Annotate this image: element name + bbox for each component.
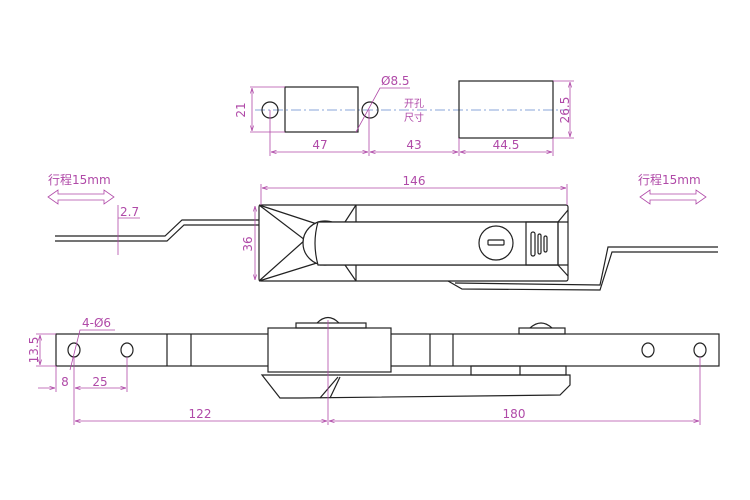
dim-8: 8 [61,375,69,389]
dim-180: 180 [503,407,526,421]
note-line1: 开孔 [404,98,424,110]
double-arrow-icon [47,189,115,205]
dim-hole-diameter: Ø8.5 [381,74,410,88]
grip-icon [530,231,536,257]
handle[interactable] [314,221,559,266]
cutout-rect-large [458,80,554,139]
dim-44-5: 44.5 [493,138,520,152]
note-line2: 尺寸 [404,111,424,124]
dim-height-left: 21 [234,102,248,117]
lever-side [260,374,571,399]
front-view: 146 36 2.7 行程15mm 行程15mm [47,172,718,291]
cutout-rect-small [284,86,359,133]
dim-47: 47 [312,138,327,152]
dim-height-right: 26.5 [558,97,572,124]
right-rod [447,251,718,291]
double-arrow-icon [639,189,707,205]
dim-43: 43 [406,138,421,152]
holes-callout: 4-Ø6 [82,316,111,330]
dim-36: 36 [241,236,255,251]
dim-122: 122 [189,407,212,421]
hole [641,342,655,358]
cutout-view: 21 26.5 47 43 44.5 Ø8.5 开孔 尺寸 [234,74,574,156]
stroke-right-label: 行程15mm [638,172,701,187]
dim-25: 25 [92,375,107,389]
latch-housing [267,327,392,373]
stroke-left-label: 行程15mm [48,172,111,187]
left-rod [55,219,260,237]
screw-icon [529,322,553,329]
dim-13-5: 13.5 [27,337,41,364]
side-view: 13.5 4-Ø6 8 25 122 180 [27,316,720,425]
keyhole-slot-icon [487,239,505,246]
screw-icon [316,316,340,324]
keyhole-lock[interactable] [478,225,514,261]
dim-146: 146 [403,174,426,188]
dim-2-7: 2.7 [120,205,139,219]
mount-hole-right [361,101,379,119]
